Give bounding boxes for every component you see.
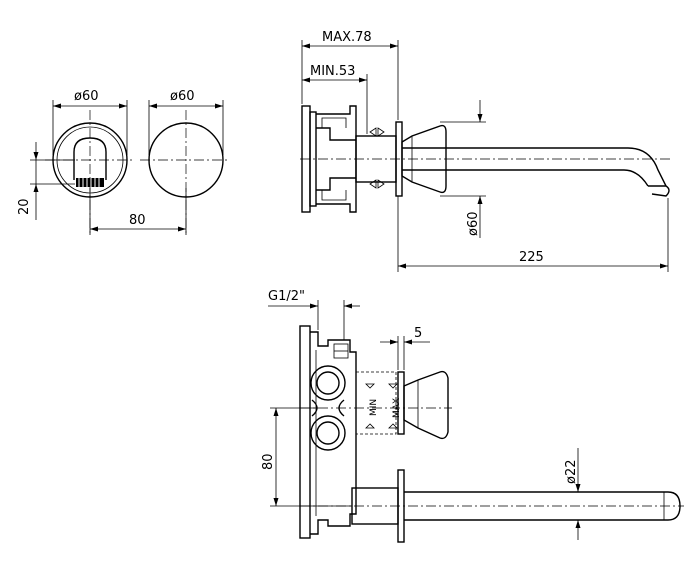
max-78-label: MAX.78: [322, 30, 372, 45]
dimension-gap-5: 5: [380, 326, 430, 370]
dimension-plate-diameter: ø60: [148, 89, 224, 155]
dimension-min-53: MIN.53: [302, 64, 368, 134]
dimension-vertical-80: 80: [261, 407, 352, 507]
offset-20-label: 20: [17, 198, 32, 215]
dimension-max-78: MAX.78: [301, 30, 399, 120]
length-225-label: 225: [519, 250, 544, 265]
dimension-spout-diameter-60: ø60: [440, 100, 486, 238]
dimension-pipe-22: ø22: [564, 448, 581, 540]
installation-view: MIN MAX: [299, 325, 684, 543]
front-diameter-label: ø60: [74, 89, 99, 104]
spout-diameter-60-label: ø60: [466, 212, 481, 237]
dimension-offset-20: 20: [17, 142, 75, 220]
min-max-marks: [369, 127, 385, 189]
plate-diameter-label: ø60: [170, 89, 195, 104]
pipe-22-label: ø22: [564, 460, 579, 485]
gap-5-label: 5: [414, 326, 422, 341]
dimension-spacing-80: 80: [89, 188, 187, 235]
spacing-80-label: 80: [129, 213, 146, 228]
vertical-80-label: 80: [261, 453, 276, 470]
dimension-front-diameter: ø60: [52, 89, 128, 155]
thread-label: G1/2": [268, 289, 305, 304]
dimension-thread: G1/2": [268, 289, 360, 340]
front-view-plate: [140, 110, 230, 235]
min-mark-label: MIN: [369, 399, 379, 416]
side-view: [300, 105, 670, 213]
dimension-length-225: 225: [397, 196, 669, 272]
min-53-label: MIN.53: [310, 64, 355, 79]
